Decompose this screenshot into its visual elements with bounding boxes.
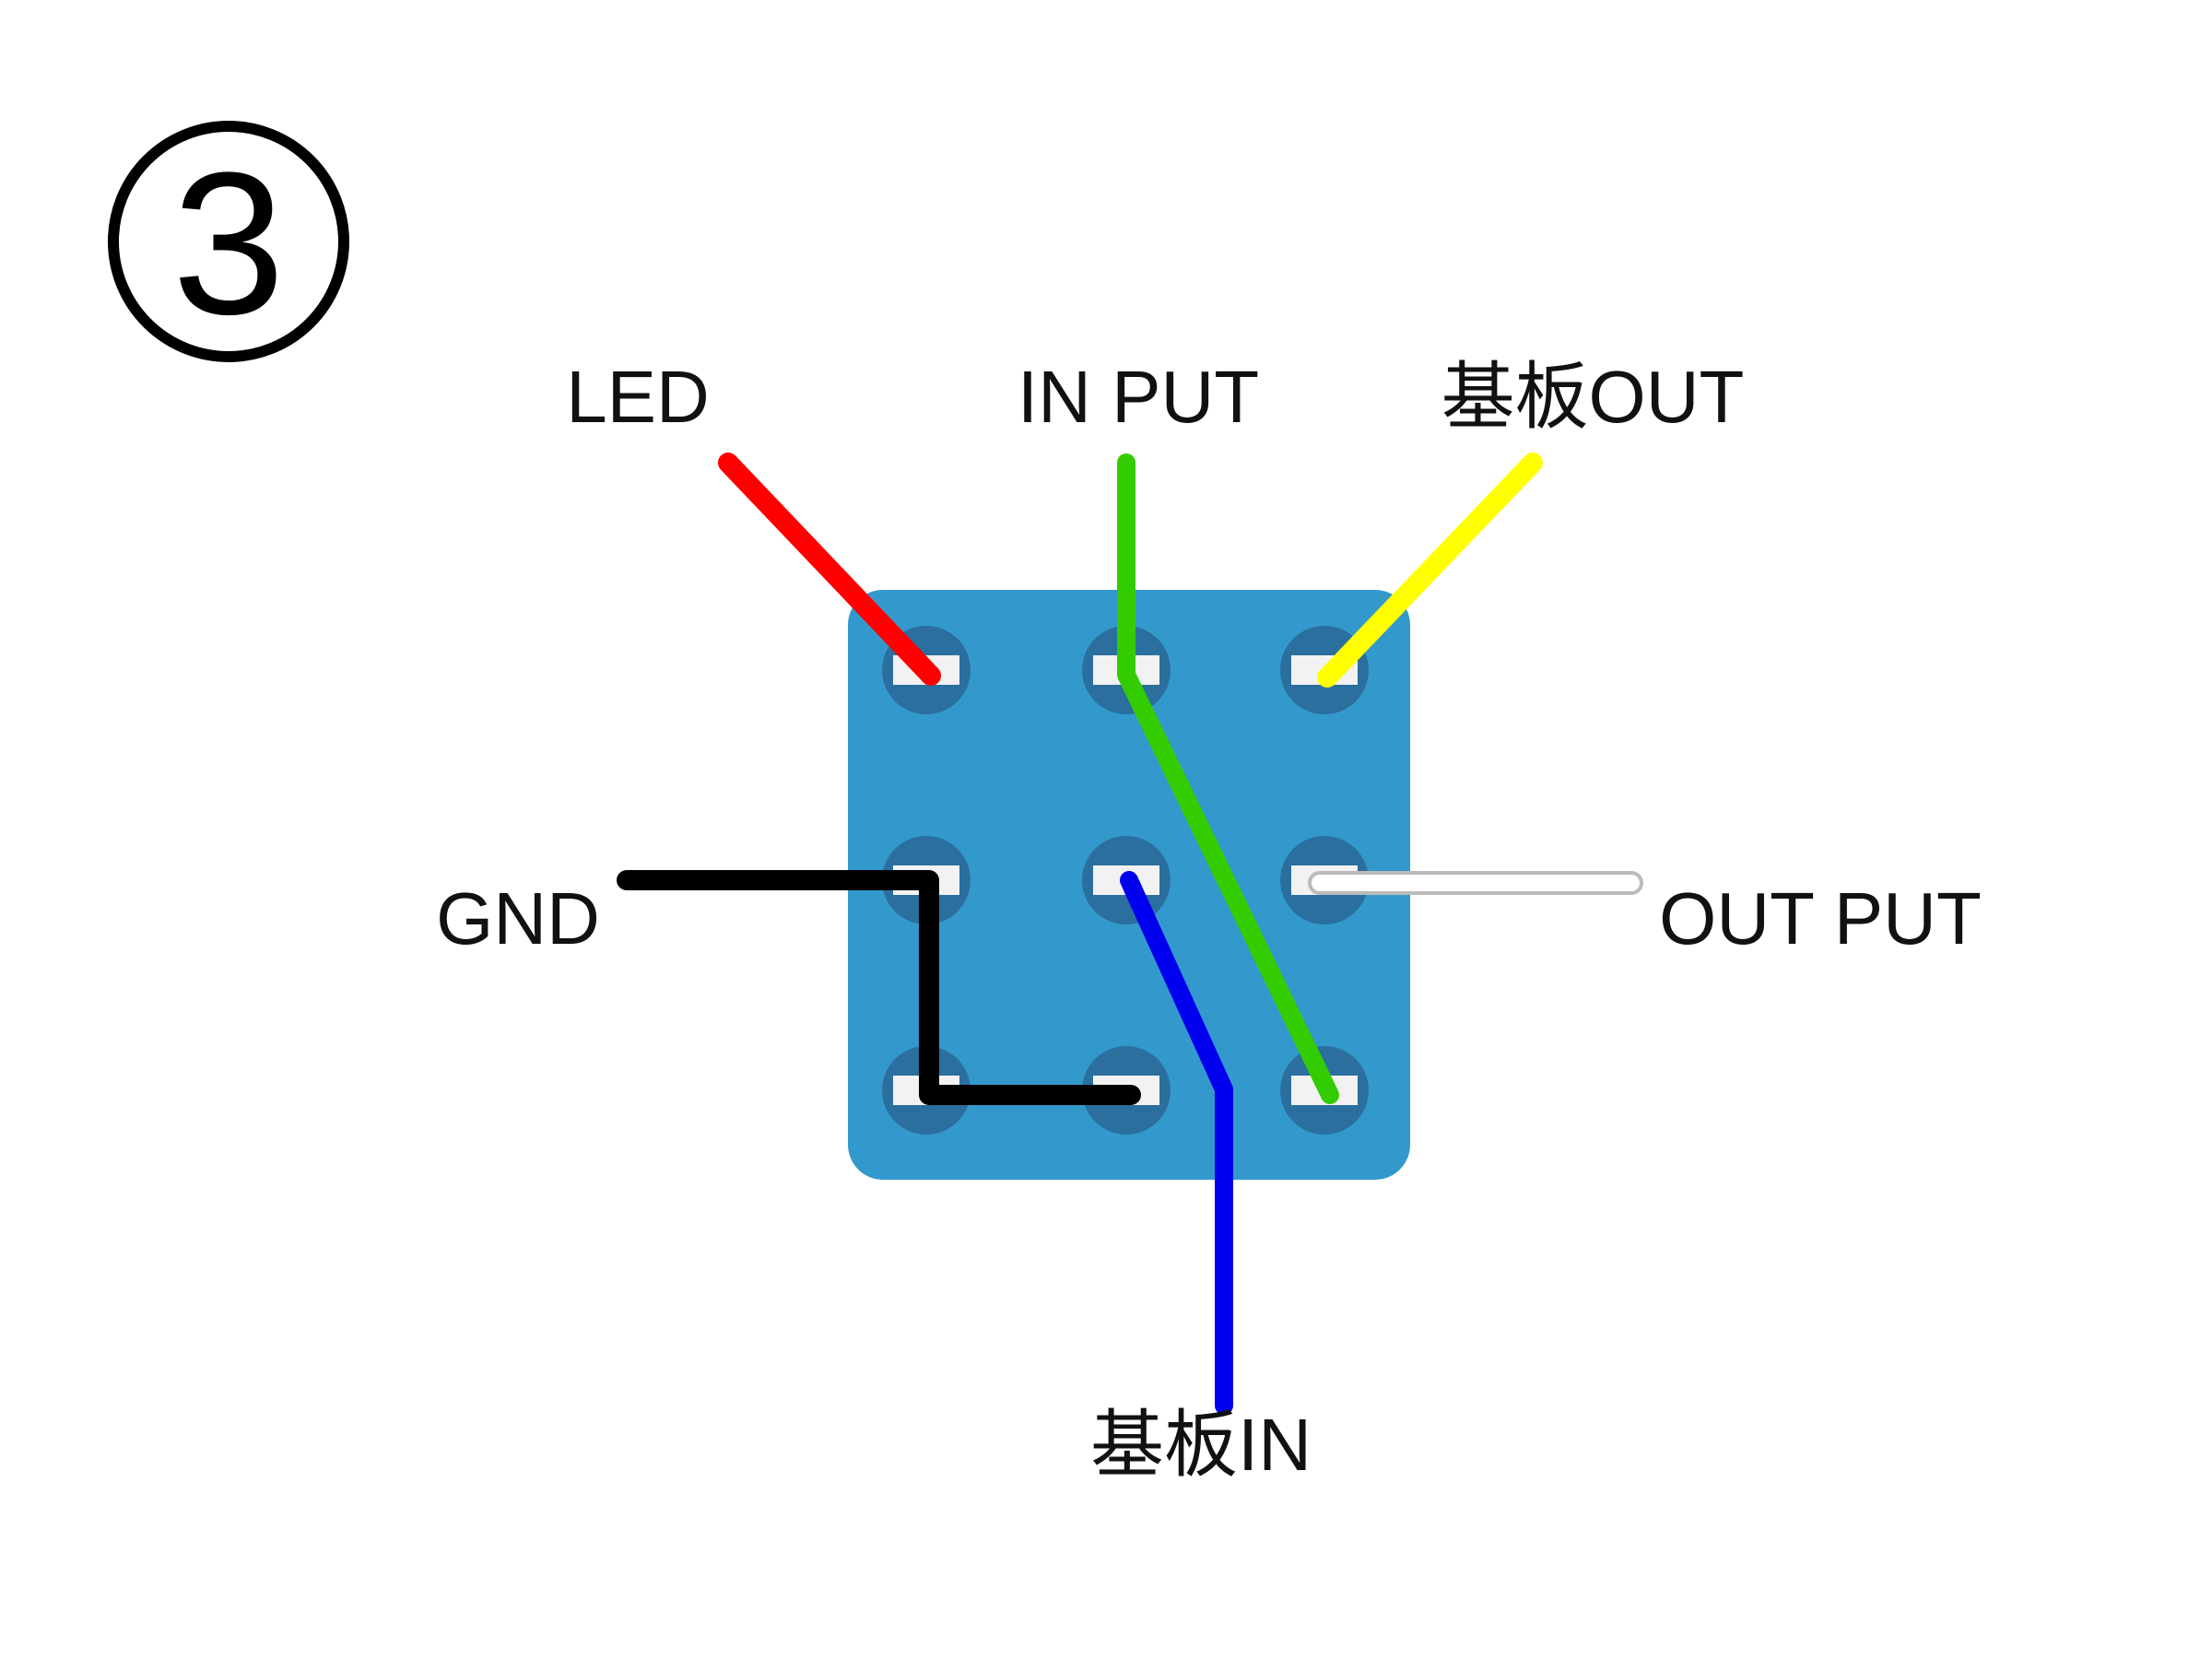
wire-led bbox=[718, 453, 941, 686]
label-board-out: 基板OUT bbox=[1441, 356, 1745, 438]
wire-board-in bbox=[1120, 871, 1233, 1415]
wires bbox=[617, 453, 1643, 1415]
step-number: 3 bbox=[172, 130, 285, 357]
label-board-in: 基板IN bbox=[1090, 1404, 1312, 1486]
label-output: OUT PUT bbox=[1659, 877, 1982, 959]
wire-board-out bbox=[1317, 453, 1543, 688]
label-gnd: GND bbox=[436, 877, 600, 959]
wire-input bbox=[1117, 453, 1339, 1104]
step-badge-circle bbox=[108, 121, 349, 362]
label-led: LED bbox=[566, 356, 710, 438]
step-badge: 3 bbox=[108, 121, 349, 362]
wire-gnd bbox=[617, 870, 1141, 1105]
label-input: IN PUT bbox=[1018, 356, 1259, 438]
